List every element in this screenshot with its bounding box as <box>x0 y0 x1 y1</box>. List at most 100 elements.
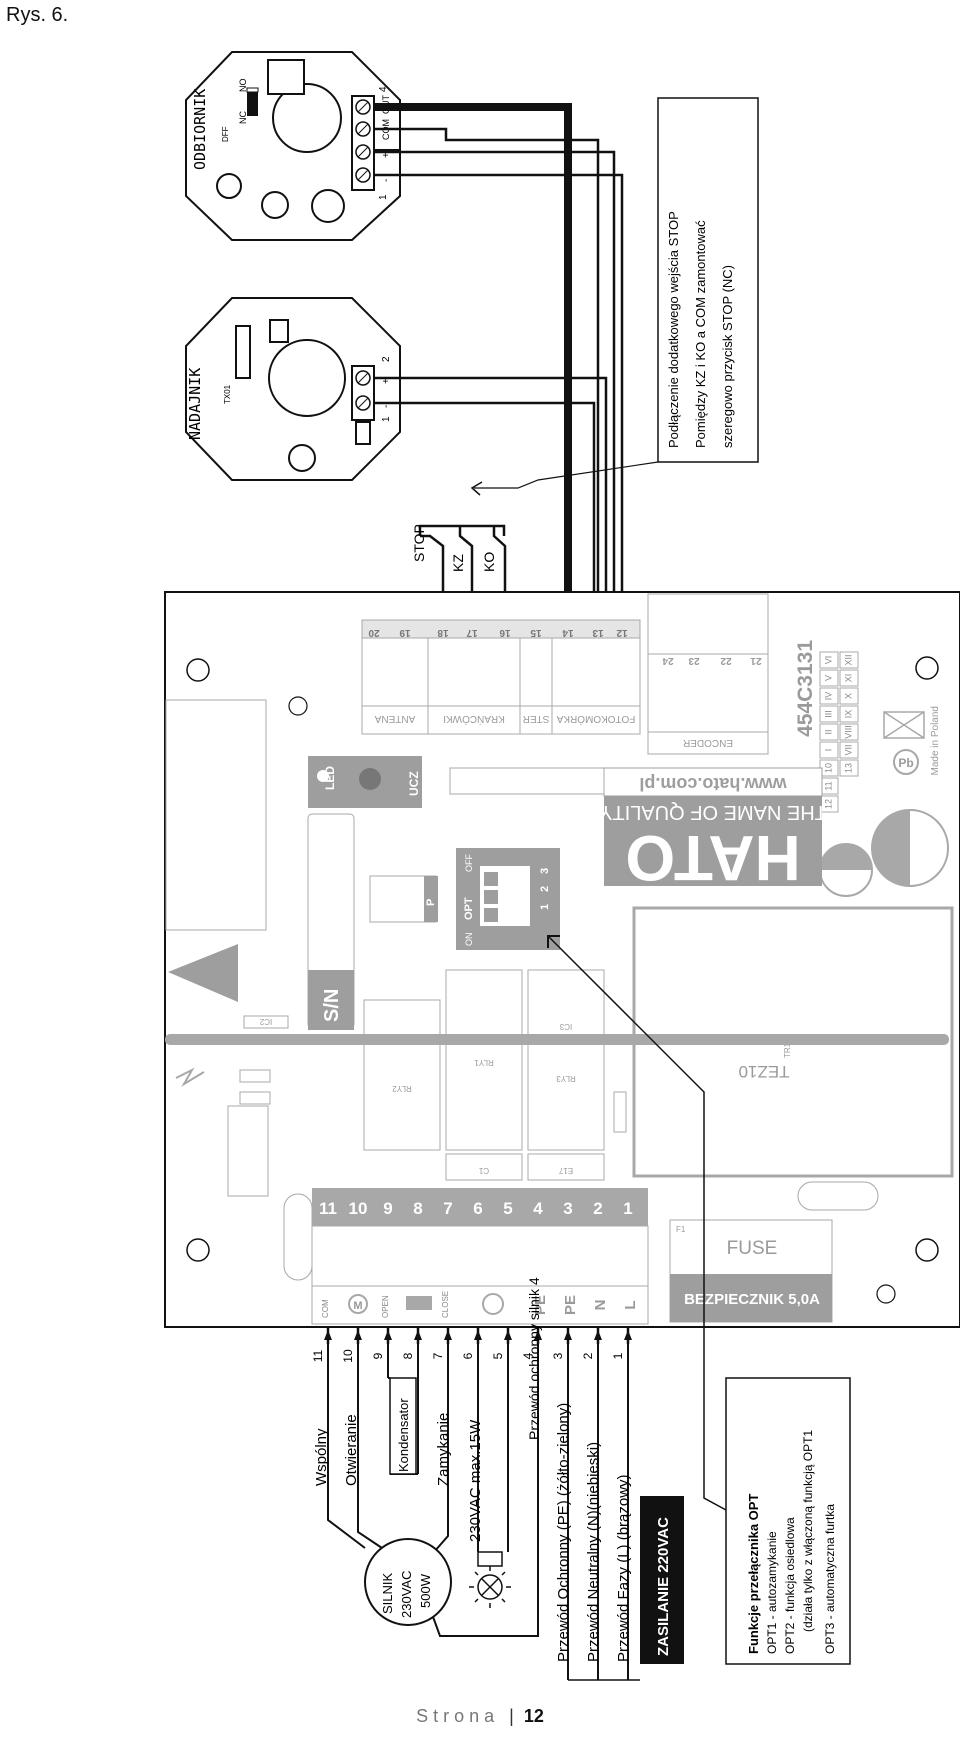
roman-cell-label: XI <box>843 674 853 683</box>
label-antena: ANTENA <box>374 713 415 724</box>
opt-title: OPT <box>463 897 475 920</box>
wire-number: 10 <box>341 1349 355 1363</box>
capacitor-small <box>819 843 873 897</box>
capacitor-symbol-icon <box>406 1296 432 1310</box>
transmitter-num2: 2 <box>381 356 392 362</box>
pb-free-icon: Pb <box>893 749 919 775</box>
opt-function-2b: (działa tylko z włączoną funkcją OPT1 <box>801 1430 815 1632</box>
roman-cell <box>839 723 859 741</box>
wire-arrow-icon <box>384 1330 392 1340</box>
wire-number: 3 <box>551 1352 565 1359</box>
roman-cell <box>819 651 839 669</box>
opt-on: ON <box>464 933 474 947</box>
receiver-num4: 4 <box>378 86 389 92</box>
motor-symbol-icon <box>348 1294 368 1314</box>
label-krancowki: KRAŃCÓWKI <box>443 713 505 726</box>
wiring-labels: Wspólny Otwieranie Zamykanie 230VAC max.… <box>313 1277 684 1664</box>
transmitter-plus: + <box>381 378 392 384</box>
bottom-terminal-number: 9 <box>383 1199 392 1218</box>
bottom-terminal-number: 8 <box>413 1199 422 1218</box>
encoder-num-23: 23 <box>688 655 700 666</box>
ic-ic3: IC3 <box>559 1022 572 1031</box>
led-label: LED <box>323 766 337 790</box>
receiver-num1: 1 <box>378 194 389 200</box>
label-ochronny-silnik: Przewód ochronny silnik 4 <box>526 1277 542 1440</box>
roman-cell <box>839 687 859 705</box>
label-230vac: 230VAC max.15W <box>467 1419 484 1542</box>
wire-arrow-icon <box>354 1330 362 1340</box>
wire-arrow-icon <box>624 1330 632 1340</box>
encoder-block: ENCODER 24 23 22 21 <box>647 593 769 755</box>
figure-label: Rys. 6. <box>6 4 69 26</box>
top-terminal-number: 12 <box>616 627 628 638</box>
opt-functions-title: Funkcje przełącznika OPT <box>746 1494 761 1654</box>
wire-path <box>431 1340 539 1637</box>
roman-cell-label: I <box>823 749 833 752</box>
wire-arrow-icon <box>474 1330 482 1340</box>
wire-number: 6 <box>461 1352 475 1359</box>
roman-cell-label: 11 <box>823 781 833 790</box>
bottom-terminal-number: 2 <box>593 1199 602 1218</box>
roman-cell-label: XII <box>843 654 853 665</box>
transmitter-model: TX01 <box>223 384 232 404</box>
footer-separator: | <box>509 1706 514 1726</box>
bottom-terminal-number: 11 <box>319 1199 337 1218</box>
roman-cell-label: VII <box>843 744 853 755</box>
opt-num-3: 3 <box>539 868 551 874</box>
opt-off: OFF <box>464 854 474 872</box>
hato-brand-block: www.hato.com.pl THE NAME OF QUALITY HATO <box>599 767 827 894</box>
svg-text:Pb: Pb <box>898 756 913 770</box>
ucz-label: UCZ <box>407 771 421 796</box>
brand-name: HATO <box>625 822 800 894</box>
transmitter-wires <box>374 376 608 620</box>
label-zasilanie: ZASILANIE 220VAC <box>655 1517 672 1656</box>
svg-text:M: M <box>353 1300 362 1312</box>
ic-ic2: IC2 <box>259 1017 272 1026</box>
motor: SILNIK 230VAC 500W <box>364 1538 452 1626</box>
opt-functions-box: Funkcje przełącznika OPT OPT1 - autozamy… <box>725 1377 851 1665</box>
opt-pointer-line <box>547 935 727 1511</box>
stop-note-box: Podłączenie dodatkowego wejścia STOP Pom… <box>470 97 759 496</box>
roman-cell-label: V <box>823 675 833 681</box>
label-l: Przewód Fazy (L) (brązowy) <box>615 1474 632 1662</box>
label-ster: STER <box>523 713 550 724</box>
ko-label: KO <box>481 552 497 572</box>
made-in-label: Made in Poland <box>930 706 941 776</box>
roman-cell <box>839 759 859 777</box>
stop-switch: STOP KZ KO <box>411 524 507 620</box>
transmitter-module: NADAJNIK TX01 2 1 + - <box>185 297 401 481</box>
roman-cell-label: 12 <box>823 799 833 809</box>
wire-path <box>357 1340 383 1549</box>
roman-cell <box>839 741 859 759</box>
transmitter-num1: 1 <box>381 416 392 422</box>
receiver-out-wire <box>374 103 572 620</box>
page-footer: Strona | 12 <box>0 1706 960 1727</box>
bottom-label-open: OPEN <box>381 1295 390 1318</box>
bottom-terminal-number: 5 <box>503 1199 512 1218</box>
stop-note-line3: szeregowo przycisk STOP (NC) <box>720 265 735 448</box>
opt-function-2: OPT2 - funkcja osiedlowa <box>783 1517 797 1654</box>
roman-cell <box>819 669 839 687</box>
fuse-caption: BEZPIECZNIK 5,0A <box>684 1291 820 1308</box>
relay-rly3: RLY3 <box>556 1074 576 1083</box>
lamp-icon <box>469 1551 511 1608</box>
receiver-nc: NC <box>238 111 248 124</box>
roman-cell <box>819 687 839 705</box>
opt-function-3: OPT3 - automatyczna furtka <box>823 1504 837 1654</box>
receiver-plus: + <box>381 152 392 158</box>
bottom-label-com: COM <box>321 1299 330 1318</box>
roman-cell <box>819 723 839 741</box>
roman-cell <box>839 705 859 723</box>
encoder-label: ENCODER <box>683 737 733 748</box>
relay-rly1: RLY1 <box>474 1058 494 1067</box>
roman-cell <box>839 669 859 687</box>
wire-number: 8 <box>401 1352 415 1359</box>
encoder-num-21: 21 <box>750 655 762 666</box>
wire-arrow-icon <box>534 1330 542 1340</box>
lamp-symbol-icon <box>482 1293 504 1315</box>
capacitor-large <box>871 809 949 887</box>
weee-bin-icon <box>883 711 925 739</box>
